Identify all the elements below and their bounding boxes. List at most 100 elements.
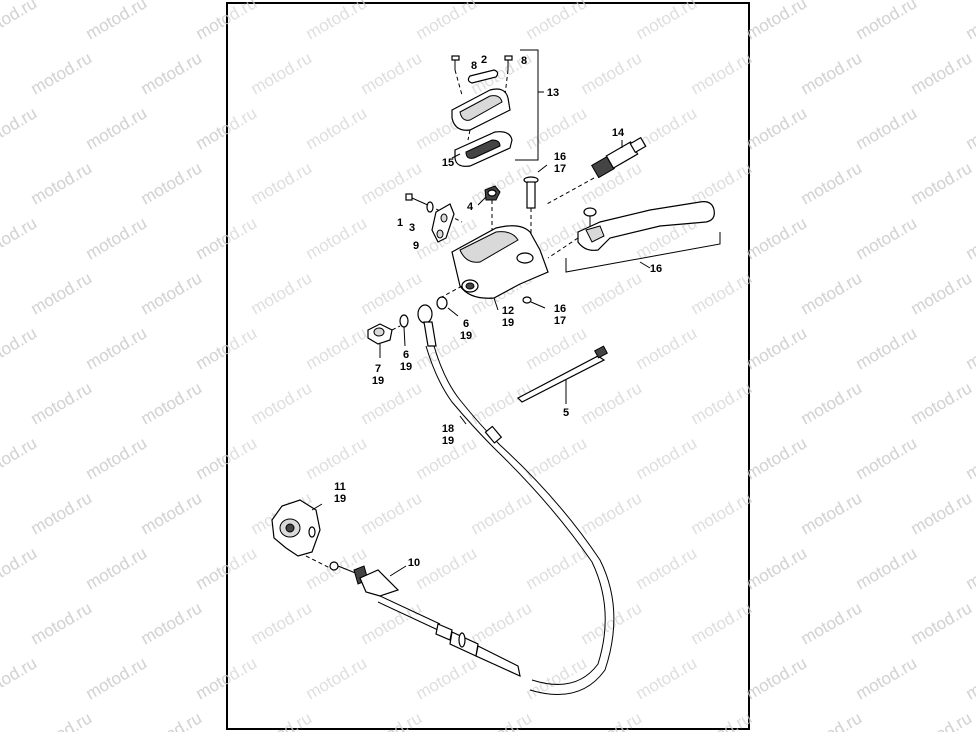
diaphragm-15 bbox=[454, 131, 513, 167]
screw-8-right bbox=[504, 55, 513, 96]
callout-c18-line-0: 18 bbox=[442, 423, 454, 435]
callout-c6b-line-0: 6 bbox=[403, 349, 409, 361]
watermark-text: motod.ru bbox=[963, 653, 976, 703]
watermark-text: motod.ru bbox=[28, 48, 96, 98]
watermark-text: motod.ru bbox=[303, 323, 371, 373]
watermark-text: motod.ru bbox=[138, 378, 206, 428]
cover-gasket-2 bbox=[467, 69, 499, 84]
watermark-text: motod.ru bbox=[963, 0, 976, 43]
watermark-text: motod.ru bbox=[413, 653, 481, 703]
watermark-text: motod.ru bbox=[908, 598, 976, 648]
watermark-text: motod.ru bbox=[248, 708, 316, 732]
watermark-text: motod.ru bbox=[798, 268, 866, 318]
watermark-text: motod.ru bbox=[853, 323, 921, 373]
watermark-text: motod.ru bbox=[83, 0, 151, 43]
watermark-text: motod.ru bbox=[193, 653, 261, 703]
washer-3 bbox=[426, 201, 434, 213]
callout-c16b-line-1: 17 bbox=[554, 315, 566, 327]
watermark-text: motod.ru bbox=[138, 158, 206, 208]
callout-c18-line-1: 19 bbox=[442, 435, 454, 447]
washer-6-right bbox=[436, 296, 448, 310]
watermark-text: motod.ru bbox=[743, 0, 811, 43]
pushrod-cable-10 bbox=[329, 561, 521, 678]
watermark-text: motod.ru bbox=[413, 0, 481, 43]
watermark-text: motod.ru bbox=[578, 378, 646, 428]
banjo-bolt-7 bbox=[367, 323, 393, 358]
callout-c2-line-0: 2 bbox=[481, 54, 487, 66]
watermark-text: motod.ru bbox=[0, 433, 40, 483]
plunger-14 bbox=[544, 136, 647, 206]
pivot-pin bbox=[523, 176, 539, 255]
screw-8-left bbox=[451, 55, 463, 96]
watermark-text: motod.ru bbox=[798, 378, 866, 428]
watermark-text: motod.ru bbox=[688, 378, 756, 428]
clutch-hose-18 bbox=[425, 345, 615, 695]
master-cylinder-body bbox=[451, 225, 549, 311]
watermark-text: motod.ru bbox=[248, 598, 316, 648]
clamp-bolt-1 bbox=[405, 193, 463, 223]
watermark-text: motod.ru bbox=[28, 598, 96, 648]
watermark-text: motod.ru bbox=[908, 48, 976, 98]
watermark-text: motod.ru bbox=[743, 653, 811, 703]
watermark-text: motod.ru bbox=[908, 268, 976, 318]
bracket-16 bbox=[565, 232, 721, 273]
watermark-text: motod.ru bbox=[28, 378, 96, 428]
callout-c12-line-0: 12 bbox=[502, 305, 514, 317]
watermark-text: motod.ru bbox=[28, 268, 96, 318]
watermark-text: motod.ru bbox=[138, 708, 206, 732]
watermark-text: motod.ru bbox=[28, 488, 96, 538]
callout-c14-line-0: 14 bbox=[612, 127, 625, 139]
watermark-text: motod.ru bbox=[523, 433, 591, 483]
cable-tie-5 bbox=[516, 345, 608, 404]
callout-c7-line-0: 7 bbox=[375, 363, 381, 375]
callout-c16c-line-0: 16 bbox=[650, 263, 662, 275]
callout-c3-line-0: 3 bbox=[409, 222, 415, 234]
watermark-text: motod.ru bbox=[83, 653, 151, 703]
watermark-text: motod.ru bbox=[28, 158, 96, 208]
watermark-text: motod.ru bbox=[798, 598, 866, 648]
washer-6-left bbox=[399, 314, 409, 328]
watermark-text: motod.ru bbox=[743, 433, 811, 483]
watermark-text: motod.ru bbox=[578, 48, 646, 98]
callout-c4-line-0: 4 bbox=[467, 201, 474, 213]
watermark-text: motod.ru bbox=[578, 708, 646, 732]
banjo-fitting bbox=[417, 304, 437, 347]
watermark-text: motod.ru bbox=[0, 213, 40, 263]
watermark-text: motod.ru bbox=[963, 433, 976, 483]
watermark-text: motod.ru bbox=[138, 598, 206, 648]
callout-c8b-line-0: 8 bbox=[521, 55, 527, 67]
watermark-text: motod.ru bbox=[798, 488, 866, 538]
watermark-text: motod.ru bbox=[908, 158, 976, 208]
watermark-text: motod.ru bbox=[578, 268, 646, 318]
watermark-text: motod.ru bbox=[853, 213, 921, 263]
callout-c6b-line-1: 19 bbox=[400, 361, 412, 373]
watermark-text: motod.ru bbox=[83, 323, 151, 373]
watermark-text: motod.ru bbox=[688, 268, 756, 318]
watermark-text: motod.ru bbox=[303, 653, 371, 703]
watermark-text: motod.ru bbox=[578, 488, 646, 538]
watermark-text: motod.ru bbox=[578, 598, 646, 648]
watermark-text: motod.ru bbox=[358, 488, 426, 538]
callout-c15-line-0: 15 bbox=[442, 157, 454, 169]
callout-c7-line-1: 19 bbox=[372, 375, 384, 387]
watermark-text: motod.ru bbox=[908, 378, 976, 428]
callout-c16a-line-1: 17 bbox=[554, 163, 566, 175]
watermark-text: motod.ru bbox=[633, 0, 701, 43]
watermark-text: motod.ru bbox=[853, 543, 921, 593]
watermark-text: motod.ru bbox=[963, 103, 976, 153]
watermark-text: motod.ru bbox=[908, 708, 976, 732]
watermark-text: motod.ru bbox=[468, 158, 536, 208]
watermark-text: motod.ru bbox=[413, 543, 481, 593]
callout-c13-line-0: 13 bbox=[547, 87, 559, 99]
callout-c1-line-0: 1 bbox=[397, 217, 403, 229]
watermark-text: motod.ru bbox=[303, 103, 371, 153]
watermark-text: motod.ru bbox=[358, 268, 426, 318]
callout-c9-line-0: 9 bbox=[413, 240, 419, 252]
watermark-text: motod.ru bbox=[83, 213, 151, 263]
watermark-text: motod.ru bbox=[688, 598, 756, 648]
diagram-frame bbox=[226, 2, 750, 730]
callout-c16a-line-0: 16 bbox=[554, 151, 566, 163]
watermark-text: motod.ru bbox=[358, 708, 426, 732]
